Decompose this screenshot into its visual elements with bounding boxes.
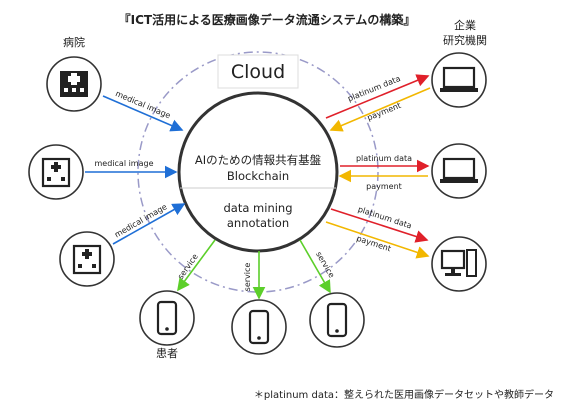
hub-data-mining: data mining	[223, 201, 292, 215]
company-group-label-2: 研究機関	[443, 33, 487, 47]
platinum-data-label: platinum data	[356, 154, 412, 163]
smartphone-icon	[139, 290, 195, 346]
service-label: service	[243, 263, 252, 292]
hub-title: AIのための情報共有基盤	[195, 153, 322, 167]
service-arrow	[299, 239, 331, 294]
hospital-icon	[28, 144, 84, 200]
hub-annotation: annotation	[227, 216, 289, 230]
cloud-label-box	[217, 54, 299, 89]
cloud-boundary	[137, 51, 379, 293]
hospital-icon	[46, 56, 102, 112]
hospital-icon	[59, 231, 115, 287]
service-label: service	[314, 250, 336, 279]
hospital-group-label: 病院	[63, 35, 85, 49]
diagram-title: 『ICT活用による医療画像データ流通システムの構築』	[119, 12, 416, 27]
medical-image-arrow	[102, 95, 184, 132]
payment-arrow	[325, 221, 430, 259]
payment-label: payment	[355, 234, 392, 254]
medical-image-arrow	[112, 203, 186, 245]
service-arrow	[177, 239, 216, 292]
platform-hub	[177, 91, 339, 253]
desktop-computer-icon	[431, 236, 487, 292]
footnote: ＊platinum data：整えられた医用画像データセットや教師データ	[254, 388, 554, 401]
platinum-data-arrow	[325, 74, 430, 119]
medical-image-label: medical image	[113, 202, 169, 239]
patient-group-label: 患者	[156, 347, 178, 360]
payment-label: payment	[366, 101, 402, 123]
smartphone-icon	[309, 292, 365, 348]
payment-label: payment	[366, 182, 402, 191]
platinum-data-arrow	[330, 208, 429, 243]
payment-arrow	[329, 87, 431, 132]
cloud-label: Cloud	[231, 61, 285, 83]
company-group-label-1: 企業	[454, 18, 476, 32]
laptop-icon	[431, 143, 487, 199]
medical-image-label: medical image	[95, 159, 154, 168]
laptop-icon	[431, 52, 487, 108]
smartphone-icon	[231, 299, 287, 355]
hub-blockchain: Blockchain	[227, 169, 289, 183]
